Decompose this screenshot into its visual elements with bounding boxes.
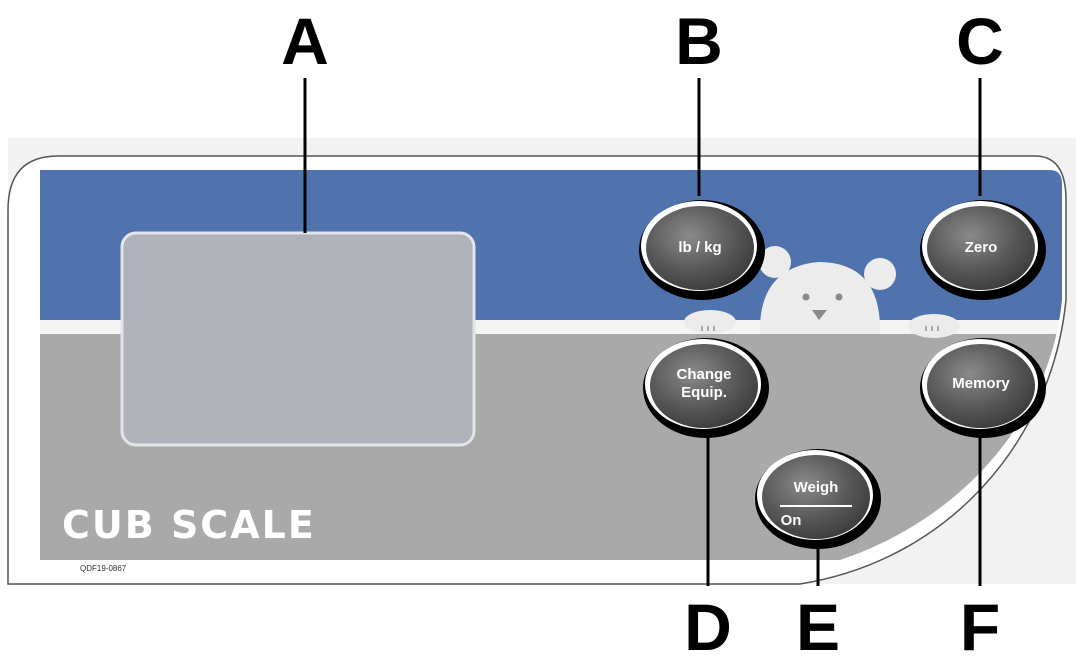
on-label: On bbox=[780, 512, 802, 529]
memory-button[interactable] bbox=[920, 338, 1046, 438]
part-code: QDF19-0867 bbox=[80, 564, 127, 573]
change-equip-button[interactable] bbox=[643, 338, 769, 438]
memory-label: Memory bbox=[952, 375, 1010, 392]
callout-a: A bbox=[281, 4, 329, 78]
lb-kg-button[interactable] bbox=[639, 200, 765, 300]
callout-b: B bbox=[675, 4, 723, 78]
change-equip-label-line1: Change bbox=[676, 366, 732, 383]
weigh-label: Weigh bbox=[793, 479, 839, 496]
change-equip-label-line2: Equip. bbox=[681, 384, 727, 401]
display-window bbox=[120, 231, 476, 447]
zero-label: Zero bbox=[964, 239, 998, 256]
leader-lines bbox=[303, 78, 982, 586]
bear-mascot-icon bbox=[684, 246, 960, 338]
lb-kg-label: lb / kg bbox=[678, 239, 722, 256]
weigh-on-button[interactable] bbox=[755, 449, 881, 549]
zero-button[interactable] bbox=[920, 200, 1046, 300]
callout-e: E bbox=[795, 590, 841, 664]
callout-c: C bbox=[956, 4, 1004, 78]
brand-wordmark: CUB SCALE bbox=[62, 503, 316, 547]
callout-f: F bbox=[959, 590, 1001, 664]
callout-d: D bbox=[684, 590, 732, 664]
